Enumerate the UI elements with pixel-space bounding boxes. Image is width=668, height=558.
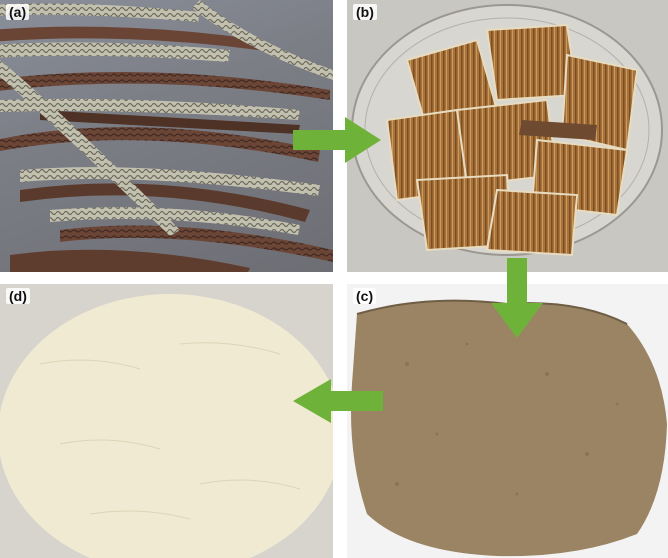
flakes-photo (351, 4, 663, 257)
pod-group-dark (0, 26, 333, 272)
panel-a-dried-pods: (a) (0, 0, 333, 272)
arrow-right-icon (293, 117, 381, 163)
panel-b-label: (b) (353, 4, 377, 20)
flake-pile (385, 23, 639, 257)
cream-sheet (0, 294, 333, 558)
brown-sheet (351, 300, 667, 557)
pod-group-light (0, 0, 333, 236)
panel-b-flakes-on-plate: (b) (347, 0, 668, 272)
panel-d-label: (d) (6, 288, 30, 304)
panel-d-bleached-sheet: (d) (0, 284, 333, 558)
arrow-left-icon (293, 379, 383, 423)
arrow-down-icon (491, 258, 543, 338)
panel-c-label: (c) (353, 288, 377, 304)
dried-pods-photo (0, 0, 333, 272)
panel-a-label: (a) (6, 4, 30, 20)
bleached-sheet-photo (0, 294, 333, 558)
